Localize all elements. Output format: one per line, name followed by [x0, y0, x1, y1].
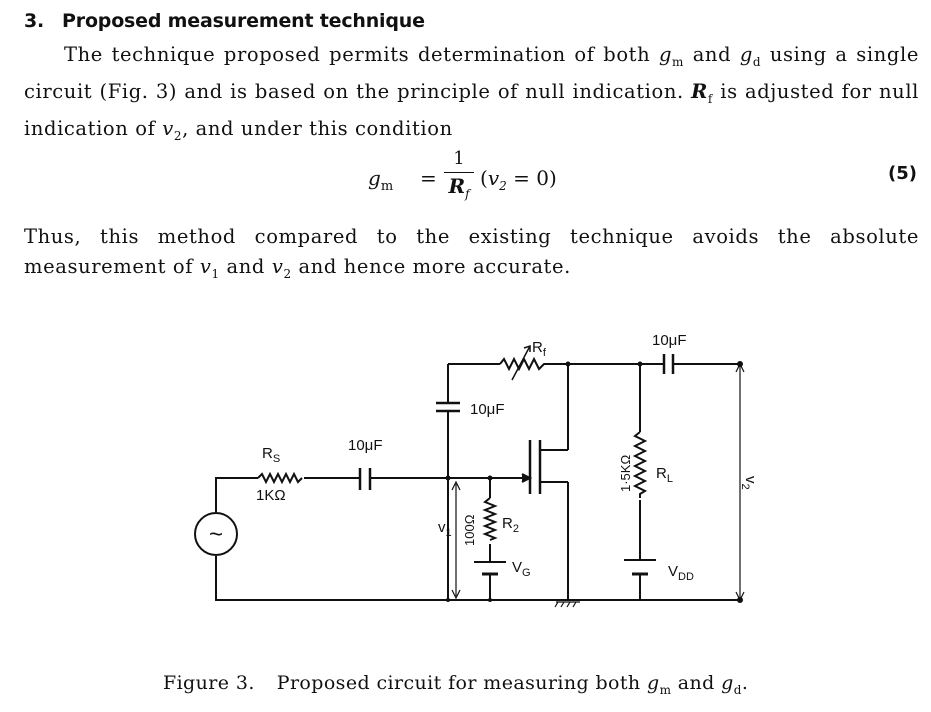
node-dots	[445, 361, 743, 603]
equation-lhs: gm	[368, 166, 394, 194]
figure-caption: Figure 3. Proposed circuit for measuring …	[163, 672, 748, 697]
r2-resistor	[482, 497, 498, 541]
cap-feedback-label: 10μF	[470, 401, 505, 418]
v1-symbol: v1	[199, 255, 220, 281]
para2-text-a: Thus, this method compared to the existi…	[24, 225, 919, 278]
rf-label: Rf	[532, 339, 547, 359]
equation-5: gm = 1 Rf (v2 = 0)	[368, 148, 668, 208]
para1-text-b: and	[684, 43, 740, 66]
gm-symbol: gm	[658, 43, 685, 69]
gate-to-fet	[521, 440, 542, 494]
capacitor-input	[358, 468, 372, 490]
fraction-bar	[444, 172, 474, 173]
equation-equals: =	[420, 166, 437, 190]
ac-source: ~	[194, 512, 238, 556]
rf-symbol: Rf	[691, 79, 713, 106]
section-title: Proposed measurement technique	[62, 10, 425, 32]
caption-gm: gm	[646, 672, 672, 697]
v2-arrow	[735, 362, 745, 602]
rl-label: RL	[656, 465, 673, 485]
vdd-label: VDD	[668, 563, 694, 583]
caption-text: Proposed circuit for measuring both	[276, 672, 647, 694]
equation-number: (5)	[888, 163, 917, 184]
capacitor-top	[662, 354, 675, 374]
v2-label: v2	[739, 476, 759, 490]
figure-number: Figure 3.	[163, 672, 255, 694]
cap-input-label: 10μF	[348, 437, 383, 454]
section-number: 3.	[24, 10, 45, 32]
source-symbol: ~	[209, 521, 223, 548]
caption-and: and	[671, 672, 722, 694]
rs-label: RS	[262, 445, 280, 465]
cap-top-label: 10μF	[652, 332, 687, 349]
v2-symbol-2: v2	[271, 255, 292, 281]
vg-battery	[474, 561, 506, 576]
fraction-denominator: Rf	[448, 174, 470, 201]
caption-gd: gd	[721, 672, 742, 697]
caption-end: .	[741, 672, 749, 694]
rs-value: 1KΩ	[256, 487, 286, 504]
rl-value: 1·5KΩ	[618, 455, 633, 492]
vg-label: VG	[512, 559, 531, 579]
r2-value: 100Ω	[462, 514, 477, 546]
para1-text-d: is adjusted for null indication of	[24, 79, 919, 140]
para1-text-c: using a single circuit (Fig. 3) and is b…	[24, 43, 919, 103]
equation-fraction: 1 Rf	[444, 148, 474, 207]
capacitor-feedback	[436, 401, 460, 413]
paragraph-intro: The technique proposed permits determina…	[24, 40, 919, 151]
fraction-numerator: 1	[453, 148, 465, 169]
v2-symbol: v2	[162, 116, 183, 143]
para1-text-e: , and under this condition	[182, 116, 453, 140]
para2-text-b: and	[219, 255, 272, 278]
rf-variable-arrow	[511, 344, 531, 381]
equation-condition: (v2 = 0)	[480, 166, 557, 193]
para1-text-a: The technique proposed permits determina…	[64, 43, 659, 66]
section-heading: 3. Proposed measurement technique	[24, 10, 425, 32]
ground-symbol	[554, 601, 580, 608]
para2-text-c: and hence more accurate.	[291, 255, 571, 278]
rf-resistor	[499, 356, 548, 372]
wires	[215, 363, 741, 601]
r2-label: R2	[502, 515, 519, 535]
v1-arrow	[451, 480, 461, 600]
rl-resistor	[632, 431, 648, 498]
v1-label: v1	[438, 519, 452, 539]
gd-symbol: gd	[739, 43, 762, 69]
vdd-battery	[624, 559, 656, 576]
circuit-labels: Rf 10μF 10μF 10μF RS 1KΩ R2 VG v1 RL VDD…	[256, 332, 759, 583]
rs-resistor	[257, 471, 303, 485]
paragraph-conclusion: Thus, this method compared to the existi…	[24, 222, 919, 289]
